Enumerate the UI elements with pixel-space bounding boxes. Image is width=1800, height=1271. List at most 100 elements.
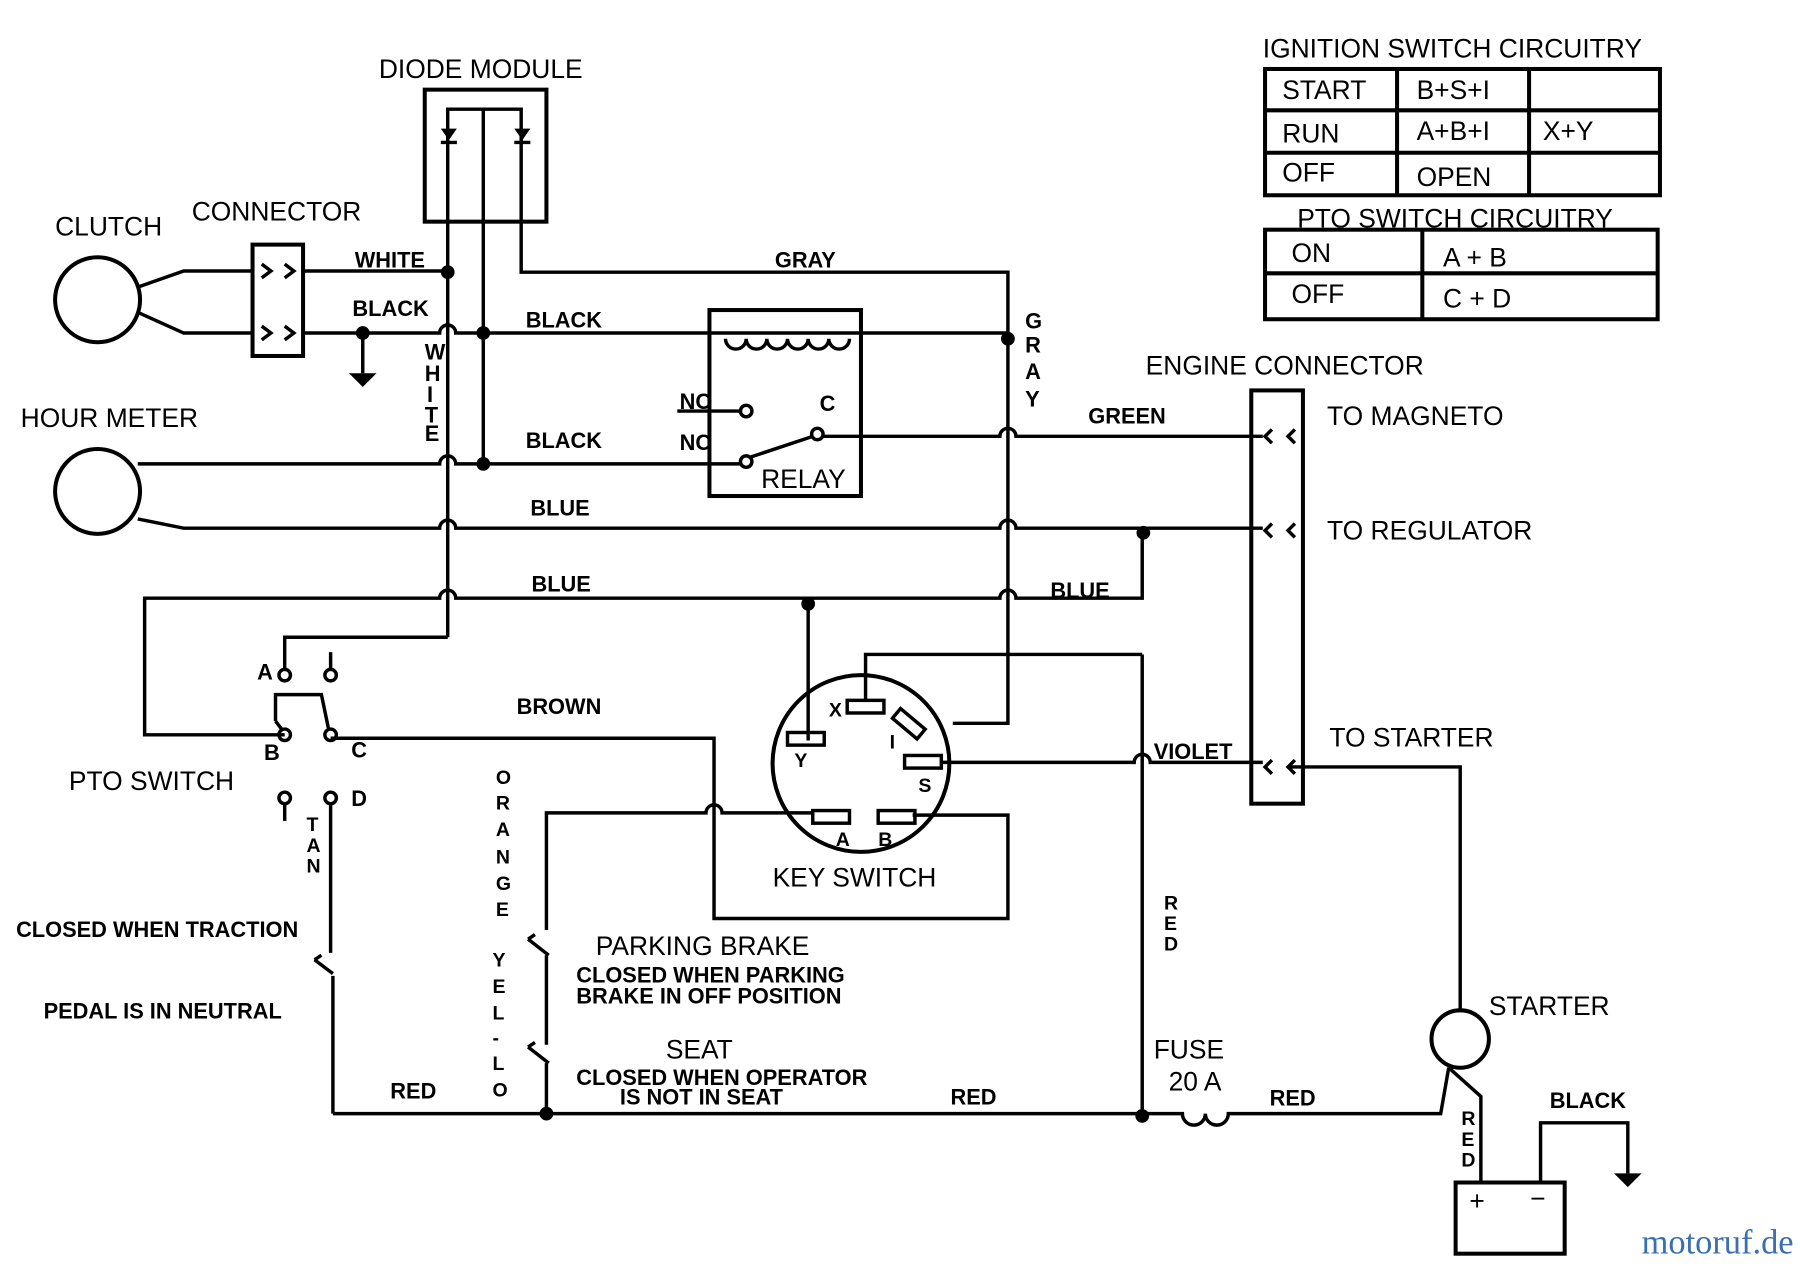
cell: RUN <box>1282 118 1339 148</box>
pto-switch: A B C D PTO SWITCH <box>69 652 367 821</box>
fuse-label: FUSE <box>1154 1035 1224 1065</box>
svg-text:Y: Y <box>492 950 505 972</box>
svg-text:S: S <box>918 775 931 797</box>
junction-dots <box>355 265 1151 1123</box>
svg-text:E: E <box>1164 913 1177 935</box>
wire-label: BLACK <box>352 296 429 321</box>
wire-label: BLUE <box>1050 578 1109 603</box>
svg-text:D: D <box>1164 934 1178 956</box>
to-magneto-label: TO MAGNETO <box>1327 401 1503 431</box>
svg-text:D: D <box>351 786 367 811</box>
parking-note: CLOSED WHEN PARKING <box>576 963 844 988</box>
battery-symbol <box>1453 1180 1567 1256</box>
battery-plus: + <box>1469 1186 1484 1216</box>
battery-minus: − <box>1530 1184 1545 1214</box>
cell: START <box>1282 75 1366 105</box>
cell: OFF <box>1291 279 1344 309</box>
svg-text:X: X <box>829 699 842 721</box>
gray-vertical-label: GR AY <box>1025 308 1042 411</box>
red-vertical-label: RED <box>1164 892 1178 955</box>
svg-text:D: D <box>1461 1149 1475 1171</box>
svg-text:L: L <box>492 1053 504 1075</box>
svg-text:R: R <box>1025 333 1041 358</box>
svg-text:NO: NO <box>680 389 713 414</box>
diode-module-label: DIODE MODULE <box>379 54 583 84</box>
cell: A + B <box>1443 242 1507 272</box>
svg-text:G: G <box>496 873 511 895</box>
svg-text:Y: Y <box>794 750 807 772</box>
svg-text:O: O <box>492 1079 507 1101</box>
svg-text:B: B <box>878 829 892 851</box>
pto-switch-table: PTO SWITCH CIRCUITRY ON A + B OFF C + D <box>1263 203 1660 322</box>
svg-text:R: R <box>1461 1108 1475 1130</box>
yellow-vertical-label: YE L- LO W <box>492 950 507 1102</box>
red-vertical-label-2: RED <box>1461 1108 1475 1171</box>
hour-meter-symbol <box>53 446 143 536</box>
svg-text:H: H <box>425 361 441 386</box>
svg-text:A: A <box>1025 359 1041 384</box>
relay: NO NC C RELAY <box>677 308 863 499</box>
svg-text:C: C <box>351 738 367 763</box>
traction-note: PEDAL IS IN NEUTRAL <box>44 998 282 1023</box>
wire-label: RED <box>390 1079 436 1104</box>
svg-text:I: I <box>427 382 433 407</box>
diode-module: DIODE MODULE <box>379 54 1010 726</box>
svg-text:NC: NC <box>680 430 712 455</box>
ignition-switch-table: IGNITION SWITCH CIRCUITRY START B+S+I RU… <box>1263 34 1662 198</box>
cell: A+B+I <box>1417 116 1490 146</box>
fuse-rating: 20 A <box>1169 1067 1222 1097</box>
wire-label: BROWN <box>517 694 602 719</box>
seat-note: CLOSED WHEN OPERATOR <box>576 1065 867 1090</box>
seat-note: IS NOT IN SEAT <box>620 1084 784 1109</box>
svg-text:R: R <box>496 792 510 814</box>
svg-text:O: O <box>496 767 511 789</box>
cell: ON <box>1291 238 1331 268</box>
wire-label: BLUE <box>532 571 591 596</box>
svg-text:T: T <box>425 403 439 428</box>
clutch-symbol <box>53 255 143 345</box>
ground-icon <box>348 373 377 387</box>
tan-vertical-label: TAN <box>307 814 321 877</box>
svg-text:Y: Y <box>1025 386 1040 411</box>
wire-label: GREEN <box>1088 404 1166 429</box>
wire-label: GRAY <box>775 248 836 273</box>
svg-text:E: E <box>1461 1129 1474 1151</box>
clutch-label: CLUTCH <box>55 211 162 241</box>
svg-text:A: A <box>307 835 321 857</box>
svg-text:N: N <box>307 856 321 878</box>
connector-label: CONNECTOR <box>192 197 362 227</box>
hour-meter-label: HOUR METER <box>21 403 198 433</box>
to-starter-label: TO STARTER <box>1329 722 1493 752</box>
wire-label: BLACK <box>1550 1088 1627 1113</box>
starter-symbol <box>1429 1008 1491 1070</box>
parking-brake-label: PARKING BRAKE <box>596 931 810 961</box>
svg-text:E: E <box>425 421 440 446</box>
wire-label: BLACK <box>526 428 603 453</box>
wire-label: VIOLET <box>1154 739 1233 764</box>
svg-text:A: A <box>836 829 850 851</box>
svg-text:W: W <box>425 339 446 364</box>
svg-text:I: I <box>890 732 895 754</box>
svg-text:E: E <box>496 899 509 921</box>
svg-text:T: T <box>307 814 319 836</box>
connector-symbol <box>250 242 306 358</box>
wire-label: BLACK <box>526 307 603 332</box>
pto-switch-label: PTO SWITCH <box>69 766 234 796</box>
cell: C + D <box>1443 284 1511 314</box>
to-regulator-label: TO REGULATOR <box>1327 516 1532 546</box>
svg-text:N: N <box>496 846 510 868</box>
ground-icon <box>1614 1173 1642 1188</box>
starter-label: STARTER <box>1489 991 1610 1021</box>
svg-text:R: R <box>1164 892 1178 914</box>
wire-label: RED <box>951 1084 997 1109</box>
engine-connector-symbol <box>1249 388 1305 806</box>
svg-text:G: G <box>1025 308 1042 333</box>
key-switch: X I Y S A B KEY SWITCH <box>770 652 1263 892</box>
svg-text:RELAY: RELAY <box>761 464 846 494</box>
cell: OFF <box>1282 157 1335 187</box>
orange-vertical-label: OR AN GE <box>496 767 511 921</box>
key-switch-label: KEY SWITCH <box>773 862 937 892</box>
watermark-logo: motoruf.de <box>1642 1224 1794 1262</box>
cell: B+S+I <box>1417 75 1490 105</box>
